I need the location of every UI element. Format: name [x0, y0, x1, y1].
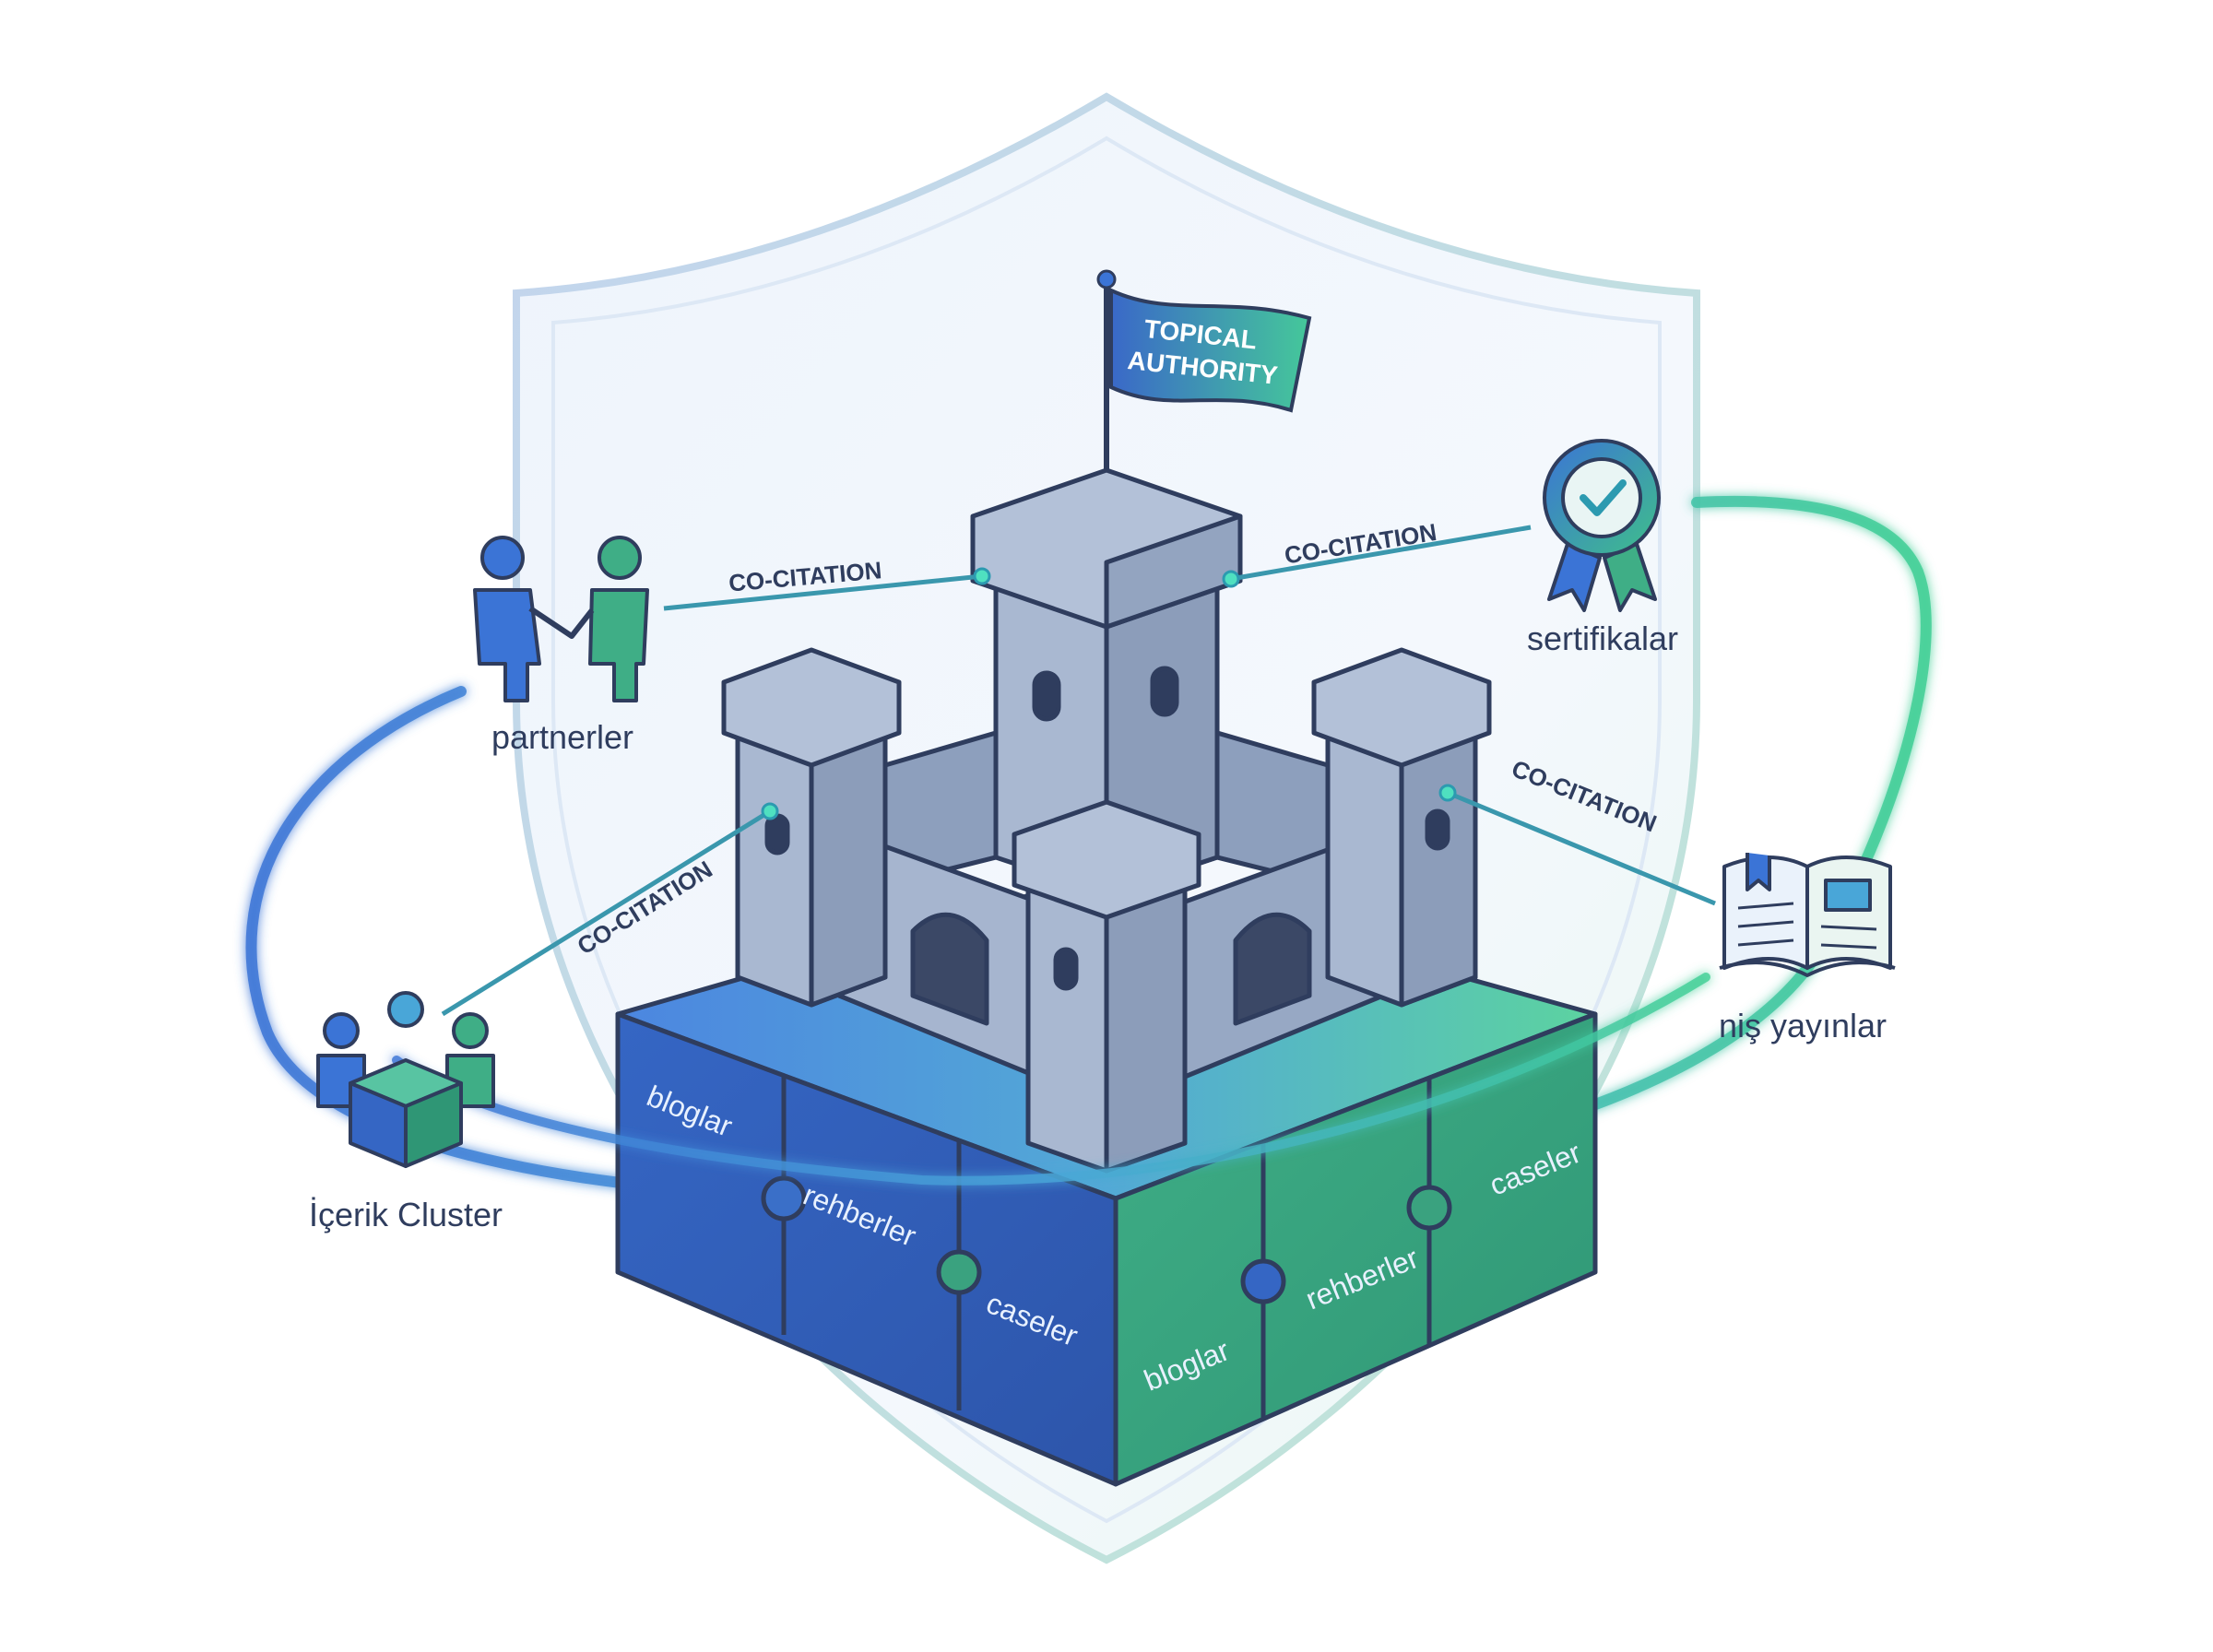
handshake-icon [473, 536, 649, 702]
orbit-ring-front [392, 973, 1710, 1186]
flag-icon: TOPICAL AUTHORITY [1096, 269, 1312, 470]
node-label-certs: sertifikalar [1527, 620, 1678, 657]
co-citation-links [441, 525, 1716, 1017]
link-node [973, 567, 991, 585]
open-book-icon [1719, 853, 1896, 977]
link-node [761, 802, 779, 820]
team-cube-icon [316, 991, 495, 1168]
node-label-cluster: İçerik Cluster [309, 1196, 503, 1233]
link-node [1222, 570, 1240, 588]
castle-icon [721, 467, 1492, 1174]
award-ribbon-icon [1543, 439, 1661, 612]
node-label-partners: partnerler [491, 718, 633, 756]
link-node [1438, 784, 1457, 802]
node-label-niche: niş yayınlar [1719, 1007, 1887, 1044]
